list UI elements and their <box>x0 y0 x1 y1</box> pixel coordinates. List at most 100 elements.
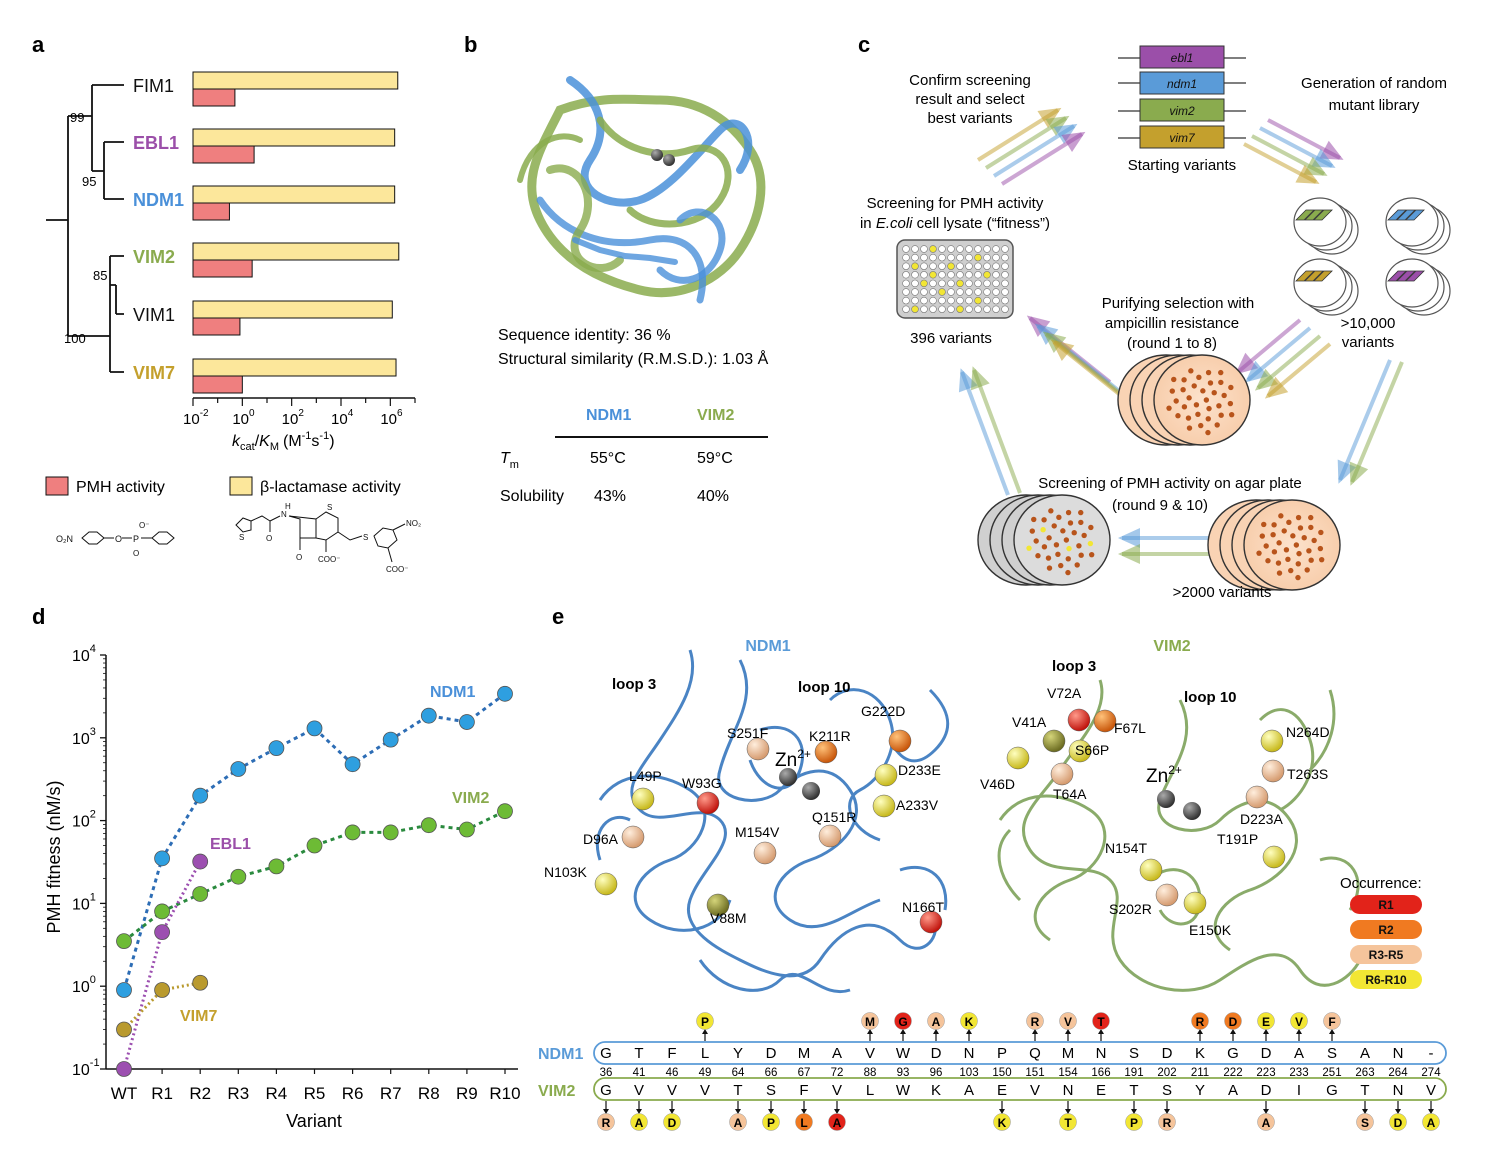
ndm1-residue-103: N <box>964 1045 975 1062</box>
point-vim2-0 <box>116 933 132 950</box>
ndm1-substitution-103 <box>960 1012 978 1030</box>
table-header-vim2: VIM2 <box>697 407 734 424</box>
legend-blac: β-lactamase activity <box>260 479 401 496</box>
svg-text:P: P <box>133 534 139 544</box>
position-233: 233 <box>1289 1067 1308 1079</box>
table-header-ndm1: NDM1 <box>586 407 631 424</box>
screen-text-2: in E.coli cell lysate (“fitness”) <box>860 215 1050 232</box>
svg-text:K: K <box>965 1015 974 1029</box>
svg-text:D: D <box>668 1116 677 1130</box>
vim2-mutation-label-t191p: T191P <box>1217 831 1258 847</box>
x-tick-a-0: 10-2 <box>183 408 209 428</box>
v2000-label: >2000 variants <box>1173 584 1272 601</box>
confirm-text-1: Confirm screening <box>909 72 1031 89</box>
vim2-substitution-263 <box>1356 1113 1374 1131</box>
ndm1-mutation-label-v88m: V88M <box>710 910 747 926</box>
vim2-residue-67: F <box>799 1082 808 1099</box>
vim2-substitution-154 <box>1059 1113 1077 1131</box>
phylogenetic-tree <box>46 84 124 373</box>
svg-text:A: A <box>734 1116 743 1130</box>
confirm-text-2: result and select <box>915 91 1025 108</box>
position-72: 72 <box>831 1067 844 1079</box>
bootstrap-85: 85 <box>93 268 107 283</box>
svg-text:A: A <box>833 1116 842 1130</box>
purify-text-1: Purifying selection with <box>1102 295 1255 312</box>
bar-pmh-fim1 <box>192 88 236 107</box>
svg-text:R: R <box>1031 1015 1040 1029</box>
ndm1-substitution-96 <box>927 1012 945 1030</box>
generation-text-2: mutant library <box>1329 97 1420 114</box>
point-ndm1-8 <box>420 707 437 724</box>
vim2-substitution-191 <box>1125 1113 1143 1131</box>
position-96: 96 <box>930 1067 943 1079</box>
svg-text:O: O <box>266 534 272 543</box>
line-ndm1 <box>122 692 506 991</box>
svg-text:R3-R5: R3-R5 <box>1369 948 1404 962</box>
y-tick-d-1: 100 <box>72 974 96 996</box>
vim2-residue-66: S <box>766 1082 776 1099</box>
point-ndm1-9 <box>458 714 475 730</box>
vim2-residue-166: E <box>1096 1082 1106 1099</box>
vim2-residue-202: S <box>1162 1082 1172 1099</box>
bar-pmh-vim7 <box>192 375 243 394</box>
bar-blac-vim2 <box>192 242 400 261</box>
y-tick-d-3: 102 <box>72 809 96 831</box>
vim2-mutation-label-e150k: E150K <box>1189 922 1232 938</box>
panel-b: Sequence identity: 36 % Structural simil… <box>498 76 769 505</box>
vim2-residue-103: A <box>964 1082 974 1099</box>
position-150: 150 <box>992 1067 1011 1079</box>
ndm1-residue-46: F <box>667 1045 676 1062</box>
ndm1-mutation-label-n166t: N166T <box>902 899 944 915</box>
line-vim7 <box>122 981 201 1031</box>
x-tick-d-r1: R1 <box>151 1084 173 1103</box>
x-tick-d-r4: R4 <box>266 1084 288 1103</box>
svg-text:T: T <box>1097 1015 1105 1029</box>
x-tick-d-r8: R8 <box>418 1084 440 1103</box>
svg-text:R: R <box>1163 1116 1172 1130</box>
tm-vim2: 59°C <box>697 450 733 467</box>
bootstrap-95: 95 <box>82 174 96 189</box>
x-tick-a-2: 102 <box>282 408 305 428</box>
vim2-mutation-sphere-v46d <box>1006 746 1030 770</box>
ndm1-residue-72: A <box>832 1045 842 1062</box>
x-axis-label-d: Variant <box>286 1111 342 1131</box>
point-vim2-1 <box>154 903 171 920</box>
vim2-loop3-label: loop 3 <box>1052 658 1096 675</box>
ndm1-mutation-label-d233e: D233E <box>898 762 941 778</box>
starting-variants: Starting variants <box>1128 157 1236 174</box>
occurrence-r2 <box>1350 920 1422 939</box>
position-49: 49 <box>699 1067 712 1079</box>
ndm1-mutation-sphere-g222d <box>888 729 912 753</box>
ndm1-loop3-label: loop 3 <box>612 676 656 693</box>
panel-label-b: b <box>464 32 477 57</box>
ndm1-mutation-sphere-q151r <box>818 824 842 848</box>
plasmid-library <box>1293 197 1451 316</box>
bootstrap-99: 99 <box>70 110 84 125</box>
ndm1-loop10-label: loop 10 <box>798 679 851 696</box>
svg-text:O⁻: O⁻ <box>139 521 149 530</box>
occurrence-r6r10 <box>1350 970 1422 989</box>
position-154: 154 <box>1058 1067 1078 1079</box>
panel-label-c: c <box>858 32 870 57</box>
position-211: 211 <box>1191 1067 1209 1079</box>
position-151: 151 <box>1025 1067 1044 1079</box>
sequence-alignment: G36GT41VF46VL49VY64TD66SM67FA72VV88LW93W… <box>597 1012 1441 1131</box>
purify-text-2: ampicillin resistance <box>1105 315 1239 332</box>
ndm1-substitution-223 <box>1257 1012 1275 1030</box>
pmh-substrate-structure: O₂N O P O⁻ O <box>56 521 175 558</box>
ndm1-substitution-93 <box>894 1012 912 1030</box>
line-ebl1 <box>122 860 202 1070</box>
ndm1-substitution-166 <box>1092 1012 1110 1030</box>
svg-text:H: H <box>285 502 291 511</box>
petri-plates-selection <box>1117 354 1251 446</box>
position-93: 93 <box>897 1067 910 1079</box>
point-vim2-8 <box>420 817 437 834</box>
svg-text:O: O <box>296 553 302 562</box>
vim2-residue-233: I <box>1297 1082 1301 1099</box>
svg-text:N: N <box>281 510 287 519</box>
enzyme-label-vim2: VIM2 <box>133 247 175 267</box>
position-41: 41 <box>633 1067 646 1079</box>
